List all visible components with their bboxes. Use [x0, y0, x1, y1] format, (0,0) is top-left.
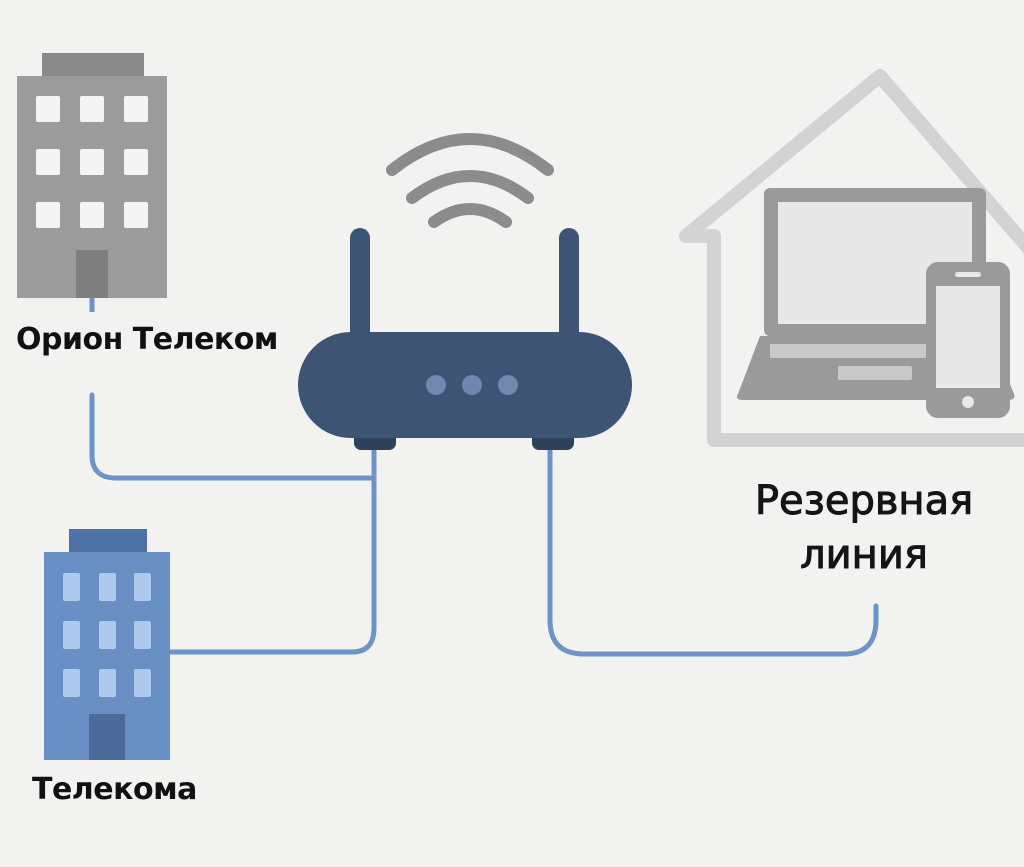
building-roof	[42, 53, 144, 79]
building-windows	[36, 96, 148, 228]
wifi-signal-icon	[386, 133, 554, 228]
building-door	[76, 250, 108, 298]
router-led	[462, 375, 482, 395]
router-led	[498, 375, 518, 395]
house-icon	[679, 69, 1024, 447]
orion-telecom-label: Орион Телеком	[16, 322, 278, 357]
backup-line-label: Резервная линия	[754, 478, 974, 579]
smartphone-icon	[926, 262, 1010, 418]
phone-screen	[936, 286, 1000, 388]
building-roof	[69, 529, 147, 555]
laptop-touchpad	[838, 366, 912, 380]
wifi-router-icon	[298, 228, 632, 450]
cables	[89, 392, 879, 657]
phone-speaker	[955, 272, 981, 277]
telekoma-label: Телекома	[32, 772, 197, 807]
cable-router-to-backup	[547, 445, 879, 657]
orion-telecom-building-icon	[17, 53, 167, 312]
building-door	[89, 714, 125, 760]
telekoma-building-icon	[44, 529, 170, 760]
router-antenna-right	[559, 228, 579, 344]
router-antenna-left	[350, 228, 370, 344]
building-windows	[63, 573, 151, 697]
cable-orion-to-router	[89, 392, 377, 481]
router-led	[426, 375, 446, 395]
cable-telekoma-to-router	[165, 467, 377, 655]
phone-home-button	[962, 396, 974, 408]
